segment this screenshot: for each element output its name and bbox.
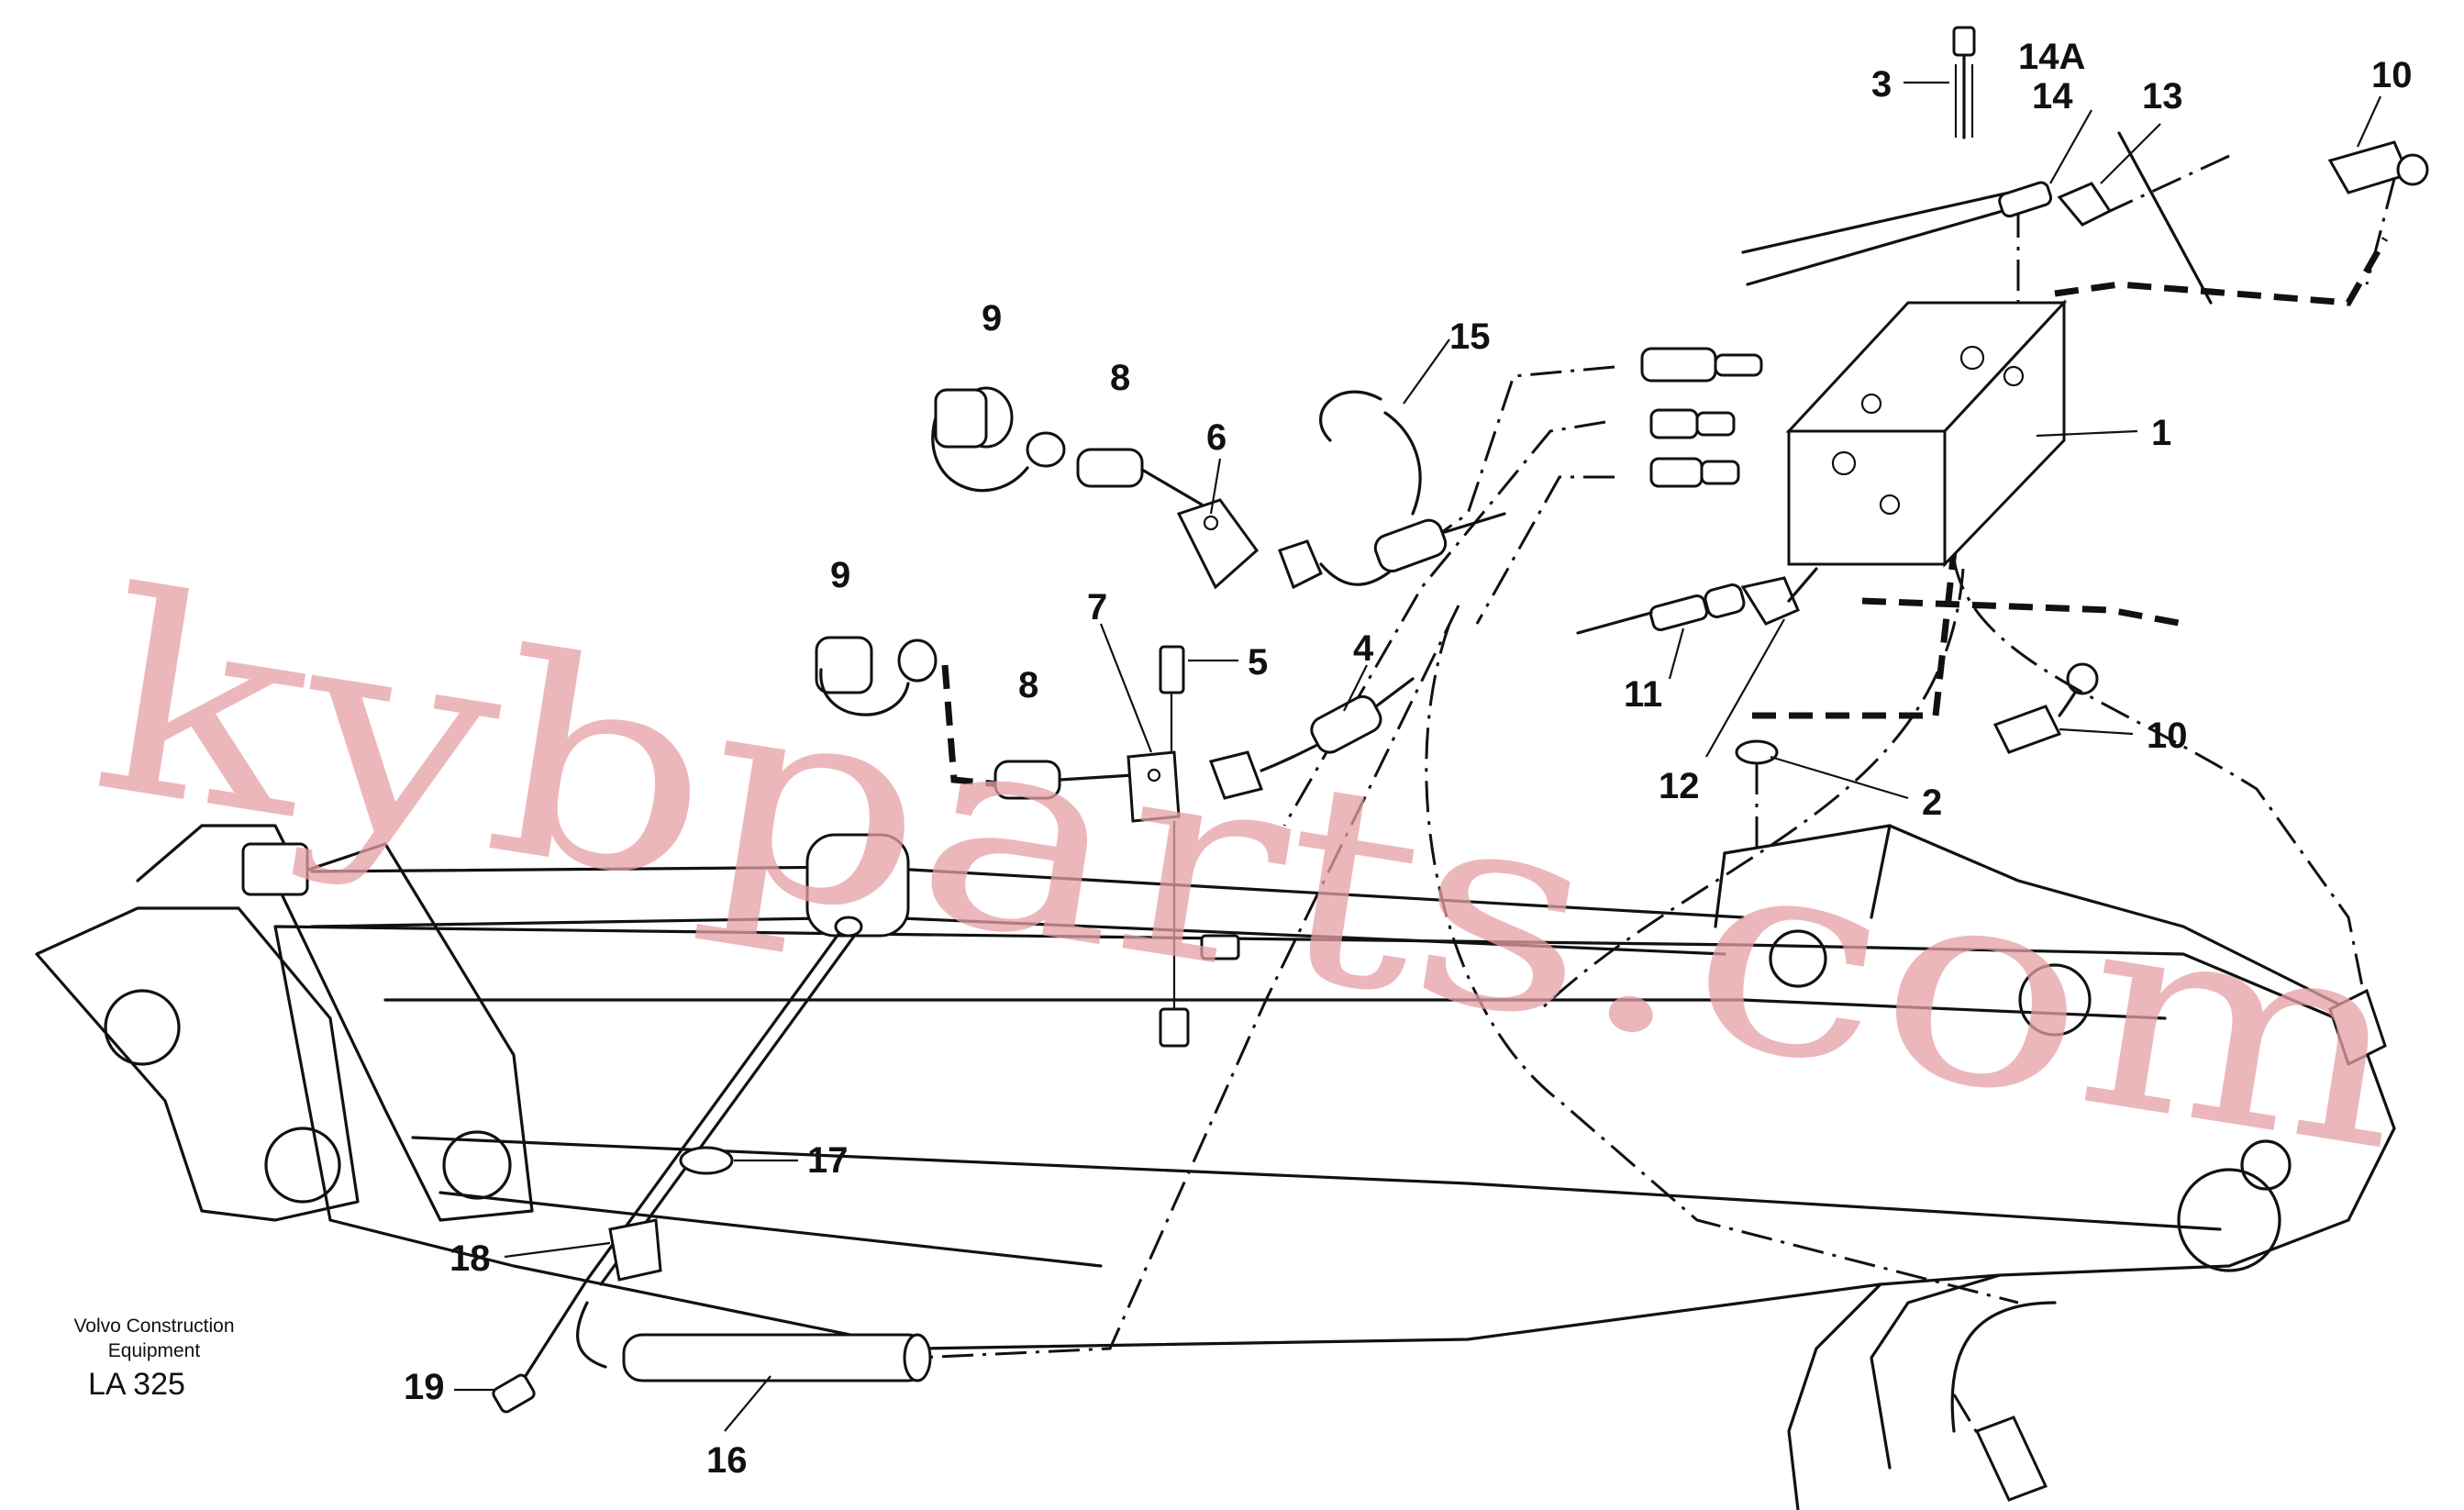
block-fittings <box>1282 26 2429 1067</box>
callout-18: 18 <box>450 1238 491 1279</box>
caption-line-1: Volvo Construction <box>73 1316 235 1337</box>
valve-block <box>1785 299 2068 568</box>
callout-5: 5 <box>1248 642 1268 683</box>
callout-17: 17 <box>807 1140 849 1181</box>
callout-8b: 8 <box>1018 665 1038 705</box>
callout-16: 16 <box>706 1440 748 1481</box>
leader-lines <box>454 81 2382 1432</box>
callout-11: 11 <box>1624 674 1662 715</box>
boom-structure <box>35 824 2396 1510</box>
callout-19: 19 <box>404 1367 445 1407</box>
callout-14A: 14A <box>2018 37 2085 77</box>
callout-2: 2 <box>1922 783 1942 823</box>
watermark: kybparts.com <box>77 532 2428 1213</box>
drawing-code: LA 325 <box>88 1367 185 1402</box>
hose-assembly-lower <box>815 636 1415 1048</box>
callout-8a: 8 <box>1110 358 1130 398</box>
callout-1: 1 <box>2151 413 2171 453</box>
callout-14: 14 <box>2032 76 2073 117</box>
cylinder-collar <box>805 833 910 938</box>
o-ring-17 <box>679 1146 734 1175</box>
callout-9b: 9 <box>830 555 850 595</box>
callout-9a: 9 <box>982 298 1002 339</box>
hose-assembly-upper <box>931 386 1506 590</box>
callout-labels: 1 2 3 4 5 6 7 8 8 9 9 10 10 11 12 13 14 … <box>404 37 2413 1481</box>
manufacturer-caption: Volvo Construction Equipment <box>62 1314 246 1363</box>
callout-7: 7 <box>1087 587 1107 627</box>
lower-routing <box>492 568 2048 1502</box>
upper-lines <box>1741 131 2396 719</box>
callout-6: 6 <box>1206 417 1226 458</box>
caption-line-2: Equipment <box>107 1340 201 1361</box>
callout-10b: 10 <box>2147 716 2188 756</box>
callout-13: 13 <box>2142 76 2183 117</box>
callout-3: 3 <box>1871 64 1892 105</box>
callout-15: 15 <box>1449 316 1491 357</box>
callout-4: 4 <box>1353 628 1374 669</box>
callout-12: 12 <box>1659 766 1700 806</box>
callout-10a: 10 <box>2371 55 2413 95</box>
